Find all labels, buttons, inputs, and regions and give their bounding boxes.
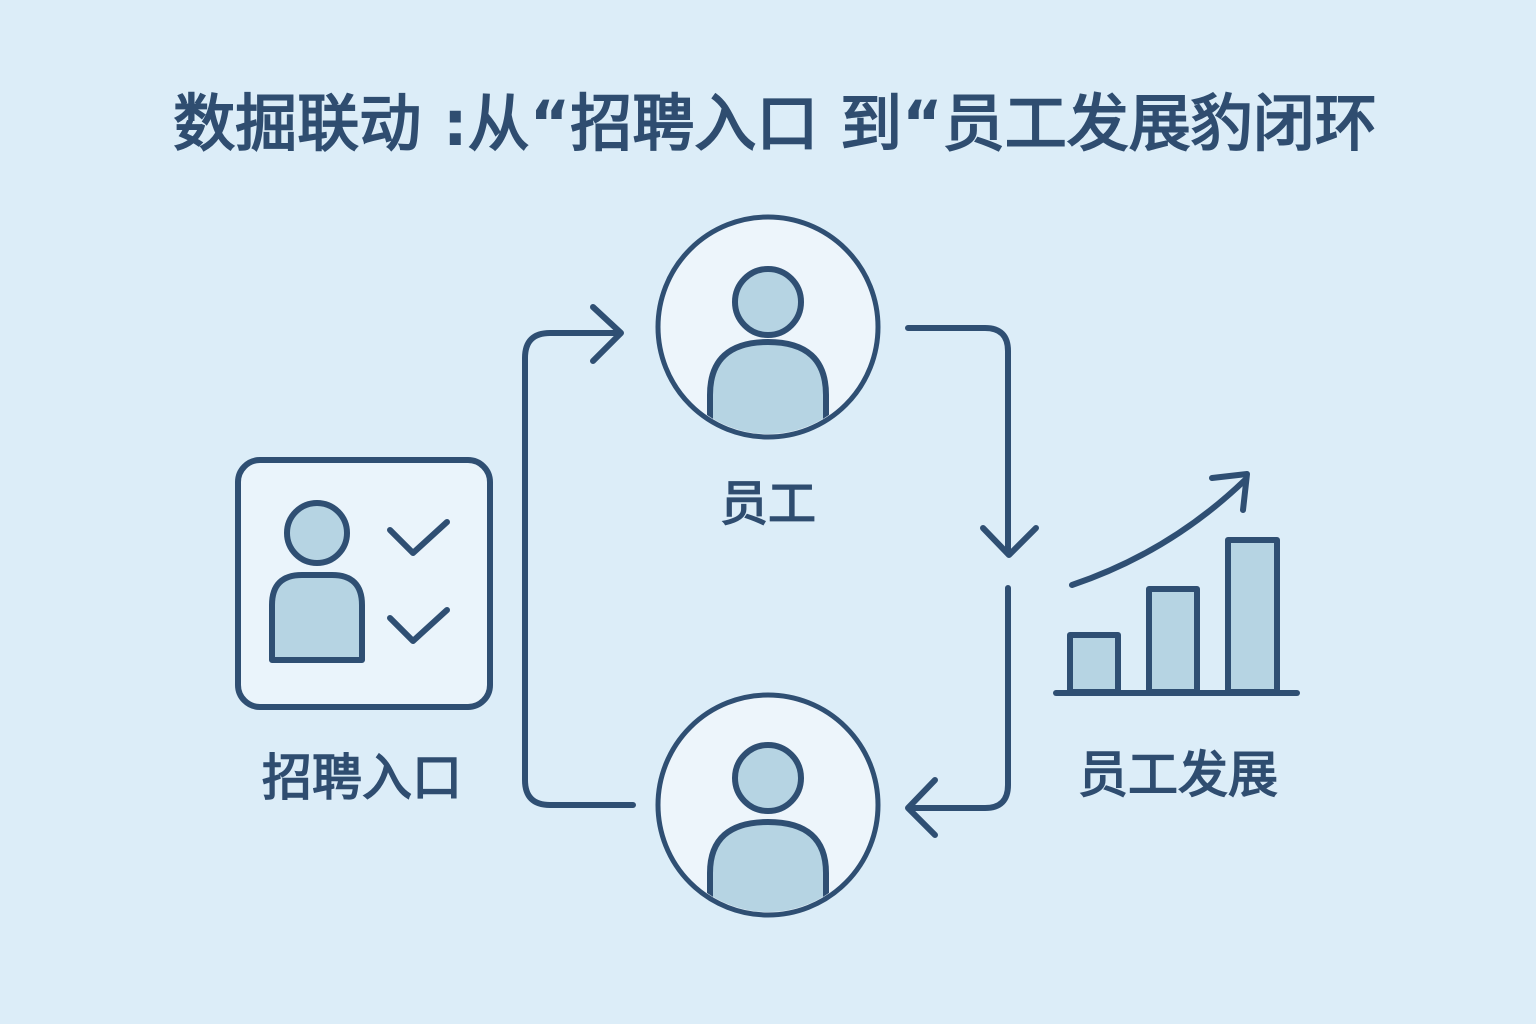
arrowhead-icon [590, 304, 624, 364]
flow-arrow-right-back [905, 585, 1011, 838]
recruitment-node: 招聘入口 [235, 457, 493, 807]
recruitment-label: 招聘入口 [262, 749, 462, 807]
arrowhead-icon [905, 777, 938, 838]
check-icon [387, 607, 450, 644]
development-label: 员工发展 [1078, 746, 1278, 804]
flow-arrow-left [522, 304, 636, 808]
person-icon [707, 742, 829, 912]
employee-label: 员工 [720, 476, 816, 532]
arrowhead-icon [980, 525, 1039, 558]
flow-arrow-right-down [905, 325, 1039, 558]
growth-bar-chart-icon [1053, 471, 1300, 696]
person-icon [707, 266, 829, 434]
employee-node-top: 员工 [655, 214, 881, 532]
employee-node-bottom [655, 692, 881, 918]
candidate-icon [269, 500, 365, 663]
development-node: 员工发展 [1053, 471, 1300, 804]
diagram-title: 数掘联动 :从“招聘入口 到“员工发展豹闭环 [173, 87, 1376, 160]
check-icon [387, 519, 450, 556]
